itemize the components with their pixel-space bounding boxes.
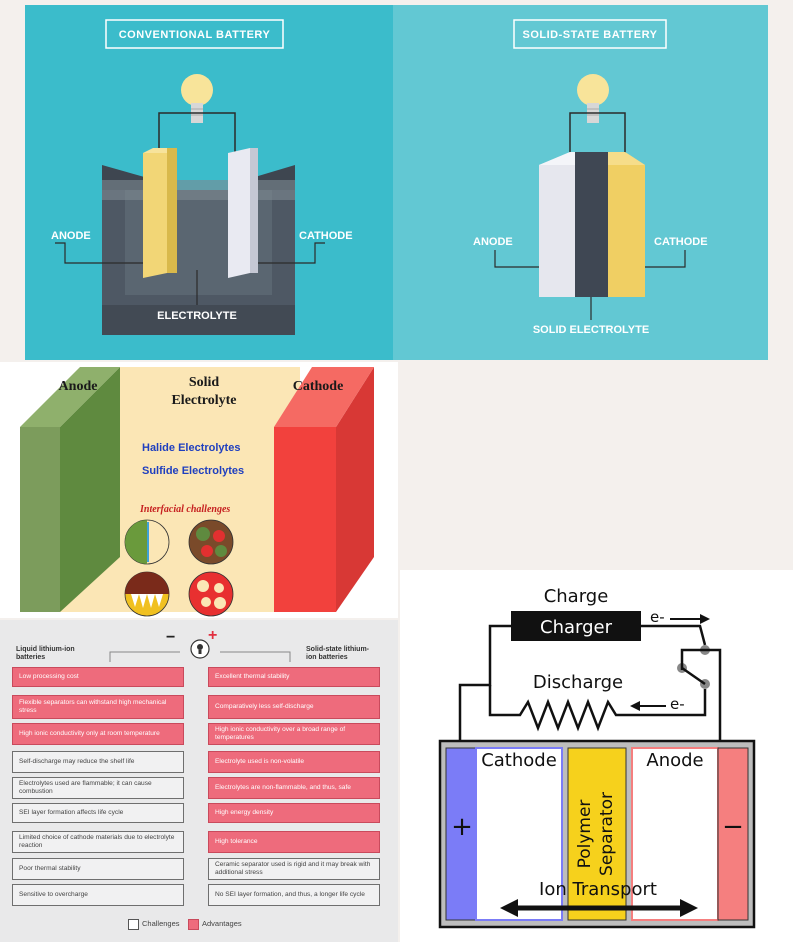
anode-plate — [143, 148, 177, 278]
charge-label: Charge — [544, 586, 609, 607]
plus-sign: + — [208, 627, 218, 644]
cell-cathode-label: Cathode — [481, 750, 557, 771]
solid-cathode-leader — [645, 250, 686, 268]
battery-comparison-illustration: CONVENTIONAL BATTERY ANODE CATHODE ELECT… — [25, 5, 768, 360]
left-row-6: SEI layer formation affects life cycle — [12, 803, 184, 823]
resistor — [488, 685, 707, 732]
plus-terminal: + — [451, 812, 473, 842]
charger-label: Charger — [540, 617, 613, 638]
right-row-9: No SEI layer formation, and thus, a long… — [208, 884, 380, 906]
legend-challenges: Challenges — [142, 919, 180, 928]
left-row-4: Self-discharge may reduce the shelf life — [12, 751, 184, 773]
interface-anode-label: Anode — [59, 379, 98, 394]
right-row-1: Excellent thermal stability — [208, 667, 380, 687]
interface-circle-2 — [188, 519, 234, 565]
right-row-3: High ionic conductivity over a broad ran… — [208, 723, 380, 745]
challenges-label: Interfacial challenges — [139, 504, 230, 515]
switch-arm — [681, 666, 706, 686]
separator-label-2: Separator — [597, 792, 617, 876]
separator-layer — [567, 747, 627, 921]
comparison-table: Liquid lithium-ion batteries Solid-state… — [0, 620, 398, 942]
ion-transport-label: Ion Transport — [539, 879, 657, 900]
anode-collector — [717, 747, 749, 921]
sulfide-label: Sulfide Electrolytes — [142, 465, 244, 477]
electron-top-label: e- — [650, 608, 665, 626]
wire-right — [680, 648, 722, 748]
solid-cathode-label: CATHODE — [654, 236, 708, 248]
lightbulb-icon — [181, 74, 213, 123]
minus-sign: − — [166, 629, 176, 646]
left-row-2: Flexible separators can withstand high m… — [12, 695, 184, 719]
cell-anode-label: Anode — [646, 750, 703, 771]
anode-layer — [631, 747, 719, 921]
halide-label: Halide Electrolytes — [142, 442, 240, 454]
arrow-left-head — [630, 701, 640, 711]
solid-state-stack — [539, 152, 645, 297]
interface-circle-3 — [124, 571, 170, 617]
right-row-7: High tolerance — [208, 831, 380, 853]
solid-state-title-box — [513, 19, 667, 49]
left-row-5: Electrolytes used are flammable; it can … — [12, 777, 184, 799]
charger-box — [511, 611, 641, 641]
right-row-4: Electrolyte used is non-volatile — [208, 751, 380, 773]
wire-charge — [641, 624, 707, 646]
left-row-8: Poor thermal stability — [12, 858, 184, 880]
arrow-right-head — [700, 614, 710, 624]
right-row-8: Ceramic separator used is rigid and it m… — [208, 858, 380, 880]
cathode-layer — [475, 747, 563, 921]
circuit-wire — [158, 112, 236, 155]
right-row-5: Electrolytes are non-flammable, and thus… — [208, 777, 380, 799]
conventional-anode-label: ANODE — [51, 230, 91, 242]
anode-leader — [55, 242, 143, 264]
interface-circle-4 — [188, 571, 234, 617]
circuit-wire — [569, 112, 626, 153]
legend-advantages-swatch — [188, 919, 199, 930]
anode-slab — [20, 367, 120, 612]
left-row-9: Sensitive to overcharge — [12, 884, 184, 906]
left-row-3: High ionic conductivity only at room tem… — [12, 723, 184, 745]
cathode-slab — [274, 367, 374, 612]
conventional-electrolyte-label: ELECTROLYTE — [157, 310, 237, 322]
discharge-label: Discharge — [533, 672, 623, 693]
electron-bottom-label: e- — [670, 695, 685, 713]
cathode-collector — [445, 747, 477, 921]
interface-circle-1 — [124, 519, 170, 565]
left-row-1: Low processing cost — [12, 667, 184, 687]
interface-cathode-label: Cathode — [293, 379, 344, 394]
cell-circuit-diagram: Charge Charger e- Discharge e- Cathode A… — [400, 570, 793, 942]
left-column-header: Liquid lithium-ion batteries — [16, 646, 75, 661]
solid-state-title: SOLID-STATE BATTERY — [523, 29, 658, 41]
interface-solid-label: Solid — [189, 375, 220, 390]
conventional-title: CONVENTIONAL BATTERY — [119, 29, 271, 41]
right-column-header: Solid-state lithium- ion batteries — [306, 646, 369, 661]
solid-electrolyte-label: SOLID ELECTROLYTE — [533, 324, 649, 336]
interface-electrolyte-label: Electrolyte — [171, 393, 236, 408]
ion-arrow-left-head — [500, 899, 518, 917]
separator-label-1: Polymer — [575, 800, 595, 869]
legend-challenges-swatch — [128, 919, 139, 930]
minus-terminal: − — [722, 812, 744, 842]
right-row-2: Comparatively less self-discharge — [208, 695, 380, 719]
conventional-title-box — [105, 19, 284, 49]
solid-anode-leader — [494, 250, 539, 268]
conventional-cathode-label: CATHODE — [299, 230, 353, 242]
solid-anode-label: ANODE — [473, 236, 513, 248]
left-row-7: Limited choice of cathode materials due … — [12, 831, 184, 853]
cathode-plate — [228, 148, 258, 278]
right-row-6: High energy density — [208, 803, 380, 823]
interface-diagram: Anode Solid Electrolyte Cathode Halide E… — [0, 362, 398, 618]
cathode-leader — [258, 242, 325, 264]
ion-arrow-right-head — [680, 899, 698, 917]
header-connector — [109, 639, 291, 662]
legend-advantages: Advantages — [202, 919, 242, 928]
